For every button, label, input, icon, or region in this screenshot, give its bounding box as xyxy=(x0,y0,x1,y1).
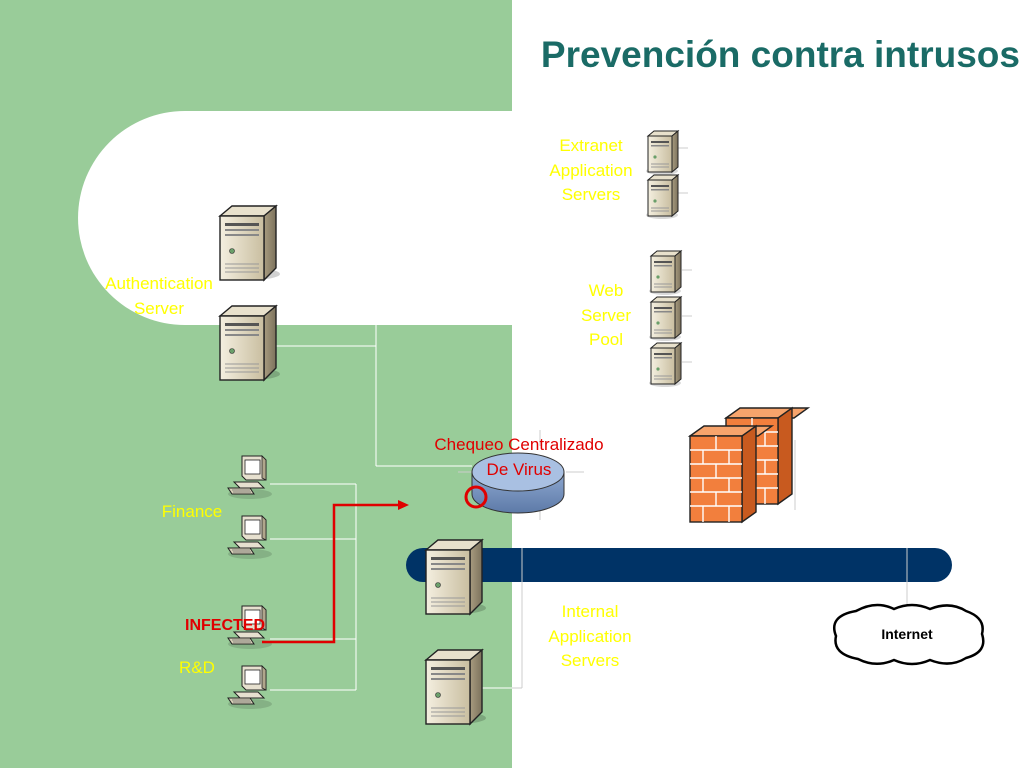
infection-path xyxy=(262,485,488,644)
server-icon xyxy=(648,250,682,296)
server-icon xyxy=(648,342,682,388)
white-cutout xyxy=(78,111,513,325)
router-icon xyxy=(458,452,584,514)
server-icon xyxy=(648,296,682,342)
server-icon xyxy=(219,205,281,281)
network-backbone xyxy=(406,548,952,582)
virus-check-label: Chequeo Centralizado De Virus xyxy=(434,435,604,479)
rnd-label: R&D xyxy=(179,658,215,677)
extranet-label: Extranet Application Servers xyxy=(549,136,633,204)
internet-label: Internet xyxy=(881,626,933,642)
cloud-icon xyxy=(833,603,985,666)
server-icon xyxy=(425,649,487,725)
infected-label: INFECTED xyxy=(185,617,265,634)
web-pool-label: Web Server Pool xyxy=(580,281,632,349)
page-title: Prevención contra intrusos xyxy=(540,34,1020,75)
auth-label: Authentication Server xyxy=(105,274,213,318)
firewall-icon xyxy=(689,407,809,523)
server-icon xyxy=(425,539,487,615)
finance-label: Finance xyxy=(161,502,223,521)
internal-label: Internal Application Servers xyxy=(548,602,632,670)
